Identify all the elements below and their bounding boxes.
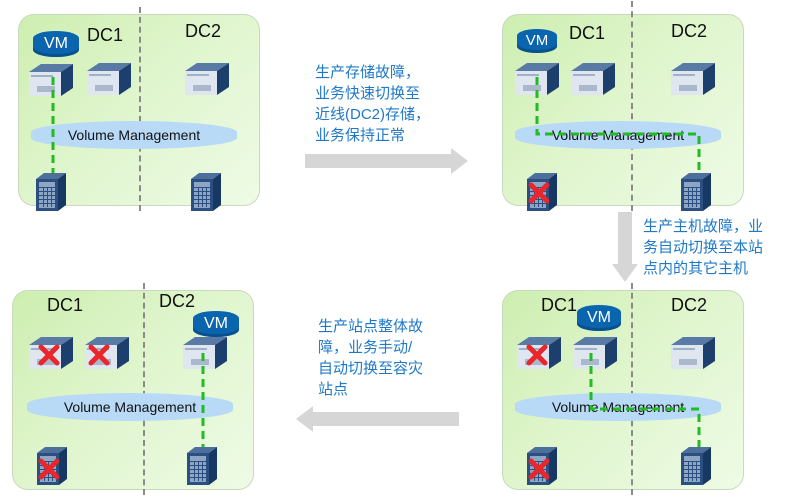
dc-divider (631, 1, 633, 211)
dc-divider (139, 7, 141, 211)
dc1-label: DC1 (47, 295, 84, 315)
caption-storage-failure: 生产存储故障， 业务快速切换至 近线(DC2)存储， 业务保持正常 (315, 64, 430, 144)
arrow-down-icon (612, 212, 638, 282)
arrow-right-icon (305, 148, 468, 174)
dc-divider (631, 283, 633, 495)
vm-badge: VM (517, 29, 557, 53)
dc-divider (143, 283, 145, 495)
panel-host-failure: DC1 DC2 VM Volume Management (502, 283, 744, 495)
data-path (201, 353, 205, 447)
dc2-label: DC2 (159, 291, 196, 311)
dc1-label: DC1 (569, 23, 606, 43)
vm-badge: VM (193, 311, 239, 337)
volume-management: Volume Management (515, 393, 721, 421)
data-path (51, 77, 55, 173)
dc1-label: DC1 (541, 295, 578, 315)
data-path (535, 77, 701, 173)
vm-badge: VM (33, 31, 79, 57)
volume-management: Volume Management (31, 121, 237, 149)
dc2-label: DC2 (671, 295, 708, 315)
caption-host-failure: 生产主机故障，业 务自动切换至本站 点内的其它主机 (643, 218, 764, 277)
dc1-label: DC1 (87, 25, 124, 45)
dc2-label: DC2 (185, 21, 222, 41)
volume-management: Volume Management (27, 393, 233, 421)
panel-storage-failure: VM DC1 DC2 Volume Management (502, 1, 744, 211)
data-path (589, 353, 701, 447)
caption-site-failure: 生产站点整体故 障，业务手动/ 自动切换至容灾 站点 (318, 318, 424, 398)
arrow-left-icon (296, 406, 459, 432)
panel-site-failure: DC1 DC2 VM Volume Management (12, 283, 254, 495)
dc2-label: DC2 (671, 21, 708, 41)
panel-normal: VM DC1 DC2 Volume Management (18, 7, 260, 211)
vm-badge: VM (577, 305, 621, 331)
